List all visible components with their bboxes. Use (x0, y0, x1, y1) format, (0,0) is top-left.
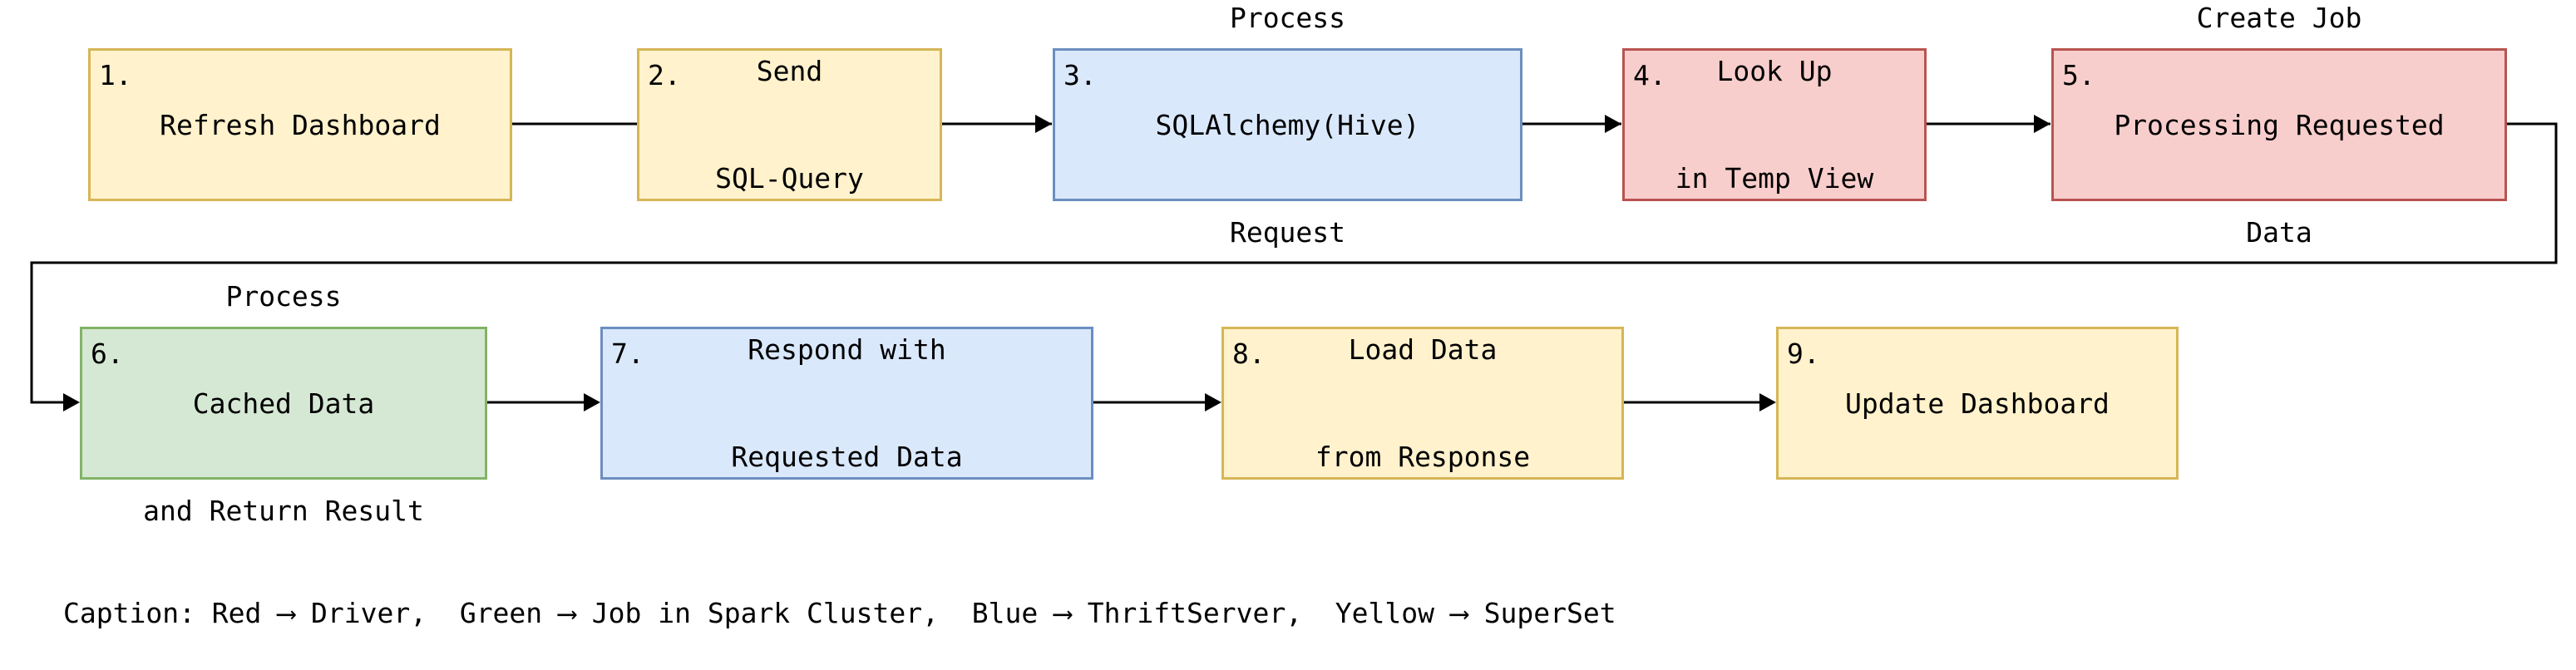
step-5-label: Create Job Processing Requested Data (2054, 2, 2504, 249)
step-8-box: 8. Load Data from Response (1221, 327, 1624, 480)
step-6-label-line-2: Cached Data (192, 387, 375, 420)
step-3-box: 3. Process SQLAlchemy(Hive) Request (1053, 2, 1522, 249)
step-8-label-line-1: Load Data (1348, 333, 1498, 366)
arrowhead-step8-to-step9 (1759, 393, 1776, 411)
step-7-label: Respond with Requested Data (603, 329, 1091, 477)
step-4-label-line-1: Look Up (1716, 55, 1833, 87)
step-5-label-line-1: Create Job (2196, 1, 2362, 34)
step-9-box: 9. Update Dashboard (1776, 327, 2179, 480)
step-2-number: 2. (648, 59, 681, 91)
step-8-label: Load Data from Response (1224, 329, 1621, 477)
step-3-label-line-1: Process (1229, 1, 1346, 34)
step-4-box: 4. Look Up in Temp View (1622, 48, 1927, 201)
arrow-step5-to-step6 (30, 122, 2558, 404)
step-6-label: Process Cached Data and Return Result (82, 280, 485, 527)
step-1-label: Refresh Dashboard (91, 51, 510, 199)
step-6-label-line-3: and Return Result (143, 494, 424, 527)
step-1-number: 1. (99, 59, 132, 91)
arrowhead-step5-to-step6 (63, 393, 80, 411)
step-3-number: 3. (1063, 59, 1097, 91)
step-6-label-line-1: Process (225, 279, 342, 313)
step-9-label: Update Dashboard (1779, 329, 2176, 477)
arrowhead-step4-to-step5 (2034, 115, 2050, 133)
step-6-box: 6. Process Cached Data and Return Result (80, 280, 487, 527)
arrowhead-step7-to-step8 (1205, 393, 1221, 411)
step-5-box: 5. Create Job Processing Requested Data (2051, 2, 2507, 249)
step-2-label: Send SQL-Query (639, 51, 940, 199)
color-legend-caption: Caption: Red ⟶ Driver, Green ⟶ Job in Sp… (63, 597, 1616, 629)
step-3-label-line-3: Request (1229, 215, 1346, 249)
step-8-number: 8. (1232, 337, 1266, 370)
step-3-label-line-2: SQLAlchemy(Hive) (1155, 108, 1420, 141)
step-9-label-line-1: Update Dashboard (1845, 387, 2110, 420)
step-4-number: 4. (1633, 59, 1666, 91)
step-4-label: Look Up in Temp View (1625, 51, 1924, 199)
step-8-label-line-2: from Response (1315, 441, 1531, 473)
step-2-label-line-2: SQL-Query (715, 162, 864, 195)
arrowhead-step6-to-step7 (584, 393, 600, 411)
step-4-label-line-2: in Temp View (1675, 162, 1874, 195)
step-7-number: 7. (611, 337, 644, 370)
step-7-label-line-1: Respond with (748, 333, 946, 366)
step-1-box: 1. Refresh Dashboard (88, 48, 512, 201)
step-3-label: Process SQLAlchemy(Hive) Request (1055, 2, 1520, 249)
step-2-box: 2. Send SQL-Query (637, 48, 942, 201)
step-5-label-line-2: Processing Requested (2114, 108, 2445, 141)
arrowhead-step2-to-step3 (1035, 115, 1052, 133)
arrowhead-step3-to-step4 (1605, 115, 1621, 133)
step-1-label-line-1: Refresh Dashboard (160, 108, 441, 141)
step-6-number: 6. (91, 337, 124, 370)
step-7-label-line-2: Requested Data (731, 441, 963, 473)
step-7-box: 7. Respond with Requested Data (600, 327, 1093, 480)
step-9-number: 9. (1787, 337, 1820, 370)
step-5-number: 5. (2062, 59, 2095, 91)
step-2-label-line-1: Send (756, 55, 823, 87)
step-5-label-line-3: Data (2246, 215, 2312, 249)
